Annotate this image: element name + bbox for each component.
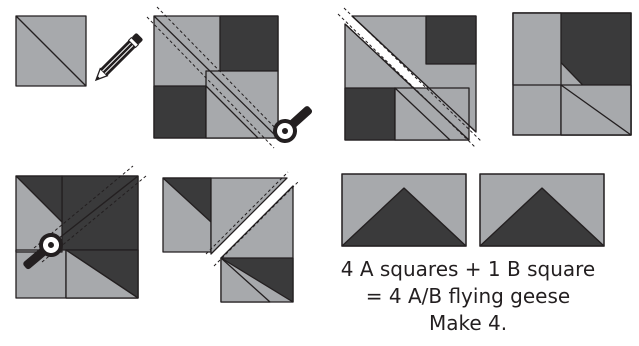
caption-line-2: = 4 A/B flying geese [365, 284, 571, 308]
caption: 4 A squares + 1 B square = 4 A/B flying … [318, 256, 618, 337]
flying-geese-unit-2 [479, 173, 605, 247]
step2-sew-square [146, 6, 287, 149]
flying-geese-unit-1 [341, 173, 467, 247]
caption-line-3: Make 4. [428, 311, 508, 335]
rotary-cutter-icon [23, 233, 63, 270]
pencil-icon [94, 33, 143, 82]
step4-pressed-unit [512, 12, 632, 136]
step1-marked-square [15, 15, 87, 87]
caption-line-1: 4 A squares + 1 B square [340, 257, 596, 281]
rotary-cutter-icon [273, 106, 313, 143]
step6-cut-unit [162, 171, 299, 303]
step5-sew-unit [15, 165, 147, 299]
step3-cut-square [337, 7, 483, 149]
